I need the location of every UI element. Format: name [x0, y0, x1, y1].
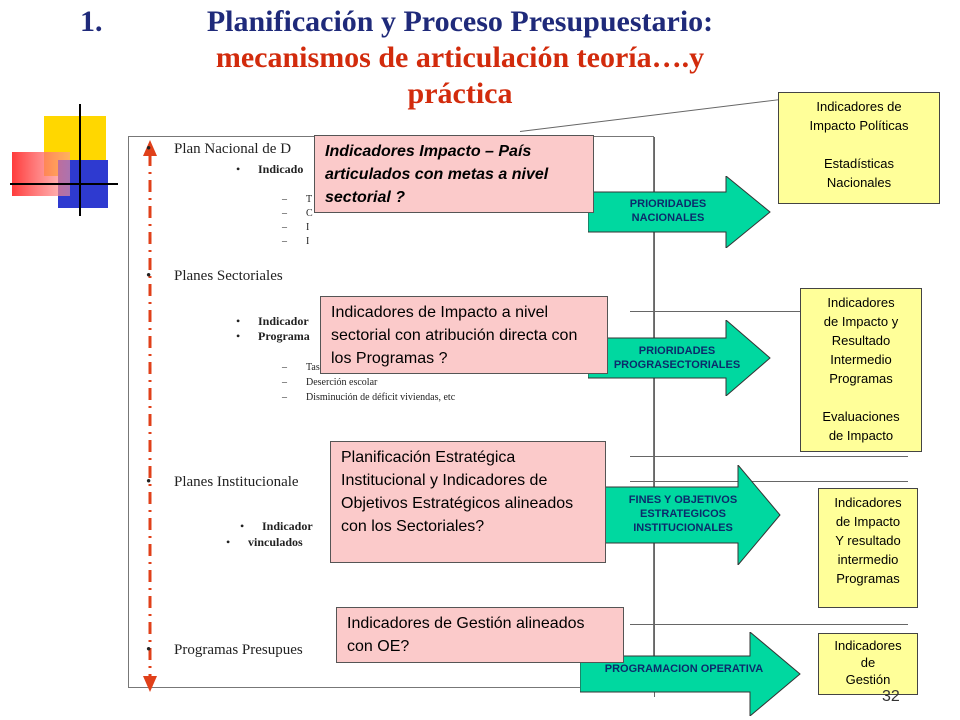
title-line-2: mecanismos de articulación teoría….y — [215, 41, 705, 74]
connector-line-3 — [630, 481, 908, 482]
bullet-planes-sectoriales: Planes Sectoriales — [146, 268, 283, 285]
outline-panel — [128, 136, 654, 688]
connector-line-1 — [630, 311, 908, 312]
sub-planes-institucionales-2: vinculados — [226, 535, 303, 550]
sub-plan-nacional: Indicado — [236, 162, 304, 177]
arrow-label-3: FINES Y OBJETIVOS ESTRATEGICOS INSTITUCI… — [628, 494, 738, 534]
connector-line-2 — [630, 456, 908, 457]
arrow-label-4: PROGRAMACION OPERATIVA — [604, 663, 764, 675]
dash-item-3: I — [279, 222, 309, 233]
pink-box-planificacion-estrategica: Planificación Estratégica Institucional … — [330, 441, 606, 563]
bullet-plan-nacional: Plan Nacional de D — [146, 141, 291, 158]
yellow-box-gestion: Indicadores de Gestión — [818, 633, 918, 695]
sub-planes-sectoriales-1: Indicador — [236, 314, 309, 329]
decorative-squares — [10, 100, 120, 220]
title-line-3: práctica — [407, 77, 513, 110]
dash-item-4: I — [279, 236, 309, 247]
pink-box-impacto-pais: Indicadores Impacto – País articulados c… — [314, 135, 594, 213]
title-line-1: 1. Planificación y Proceso Presupuestari… — [80, 5, 714, 38]
title-number: 1. — [80, 5, 103, 38]
dash-item-1: T — [282, 194, 313, 205]
page-number: 32 — [882, 688, 900, 705]
arrow-label-2: PRIORIDADES PROGRASECTORIALES — [613, 345, 741, 371]
dash-sector-2: Deserción escolar — [282, 377, 377, 388]
dashed-double-arrow — [140, 140, 160, 692]
arrow-programacion-operativa: PROGRAMACION OPERATIVA — [580, 632, 802, 716]
connector-line-vertical — [654, 137, 655, 697]
sub-planes-institucionales-1: Indicador — [240, 519, 313, 534]
arrow-prioridades-nacionales: PRIORIDADES NACIONALES — [588, 176, 772, 248]
yellow-box-resultado-intermedio: Indicadores de Impacto Y resultado inter… — [818, 488, 918, 608]
sub-planes-sectoriales-2: Programa — [236, 329, 310, 344]
bullet-programas: Programas Presupues — [146, 642, 303, 659]
arrow-fines-objetivos: FINES Y OBJETIVOS ESTRATEGICOS INSTITUCI… — [588, 465, 782, 565]
arrow-label-1: PRIORIDADES NACIONALES — [629, 198, 707, 224]
yellow-box-impacto-politicas: Indicadores de Impacto Políticas Estadís… — [778, 92, 940, 204]
slide-title: 1. Planificación y Proceso Presupuestari… — [80, 4, 840, 112]
pink-box-indicadores-gestion: Indicadores de Gestión alineados con OE? — [336, 607, 624, 663]
connector-line-4 — [630, 624, 908, 625]
yellow-box-impacto-resultado: Indicadores de Impacto y Resultado Inter… — [800, 288, 922, 452]
bullet-planes-institucionales: Planes Institucionale — [146, 474, 298, 491]
dash-item-2: C — [283, 208, 313, 219]
arrow-prioridades-sectoriales: PRIORIDADES PROGRASECTORIALES — [588, 320, 772, 396]
pink-box-impacto-sectorial: Indicadores de Impacto a nivel sectorial… — [320, 296, 608, 374]
dash-sector-3: Disminución de déficit viviendas, etc — [282, 392, 455, 403]
dash-sector-1: Tas — [282, 362, 319, 373]
